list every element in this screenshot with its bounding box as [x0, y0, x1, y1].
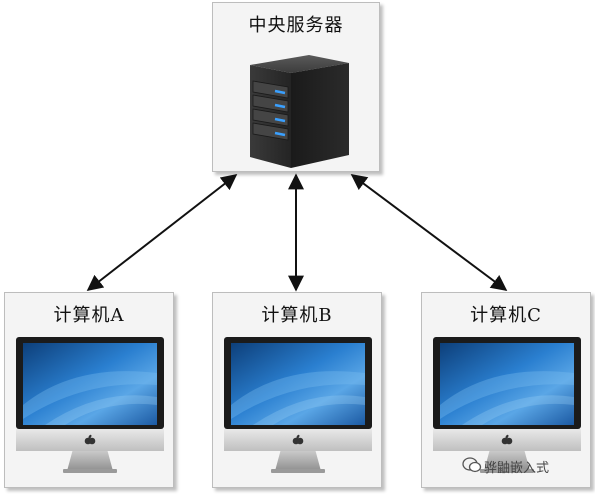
computer-b-label: 计算机B [261, 305, 333, 326]
computer-c-node: 计算机C [421, 292, 591, 488]
server-drive-bays [252, 80, 289, 141]
computer-a-node: 计算机A [4, 292, 174, 488]
computer-a-label: 计算机A [53, 305, 125, 326]
computer-c-label: 计算机C [470, 305, 542, 326]
imac-monitor-icon [224, 337, 372, 473]
arrow-server-to-a [86, 174, 238, 291]
arrow-server-to-c [350, 174, 508, 291]
wechat-icon [462, 457, 482, 473]
imac-monitor-icon [16, 337, 164, 473]
computer-b-node: 计算机B [212, 292, 382, 488]
server-label: 中央服务器 [248, 15, 344, 36]
central-server-node: 中央服务器 [212, 2, 380, 172]
server-tower-icon [250, 55, 349, 168]
watermark-text: 骅鼬嵌入式 [484, 461, 550, 476]
